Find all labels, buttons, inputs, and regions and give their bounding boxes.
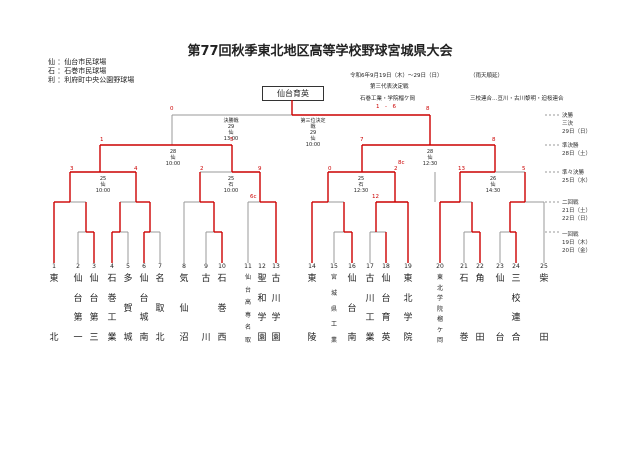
team-number: 23: [496, 263, 504, 270]
score-qf2-left: 2: [200, 166, 204, 172]
team-number: 2: [76, 263, 80, 270]
team-number: 9: [204, 263, 208, 270]
match-info-qf1: 25 仙 10:00: [95, 176, 111, 194]
team-number: 16: [348, 263, 356, 270]
team-name: 気仙沼: [179, 274, 189, 343]
team-name: 角田: [475, 274, 485, 343]
third-place-title: 第三代表決定戦: [370, 84, 409, 90]
team-name: 多賀城: [123, 274, 133, 343]
venue-rifu: 利 ：利府町中央公園野球場: [48, 76, 135, 84]
match-info-qf4: 26 仙 14:30: [485, 176, 501, 194]
team-number: 21: [460, 263, 468, 270]
match-info-qf2: 25 石 10:00: [223, 176, 239, 194]
score-r2-note2: 12: [372, 194, 379, 200]
team-name: 古川: [201, 274, 211, 343]
team-name: 宮城県工業: [330, 274, 337, 344]
score-qf3-right: 2: [394, 166, 398, 172]
team-name: 石巻西: [217, 274, 227, 343]
score-qf4-left: 13: [458, 166, 465, 172]
score-sf2-left: 7: [360, 137, 364, 143]
match-info-sf1: 28 仙 10:00: [165, 149, 181, 167]
team-name: 仙台: [495, 274, 505, 343]
team-name: 名取北: [155, 274, 165, 343]
score-final-right: 8: [426, 106, 430, 112]
team-number: 8: [182, 263, 186, 270]
team-number: 19: [404, 263, 412, 270]
score-sf1-left: 1: [100, 137, 104, 143]
team-number: 25: [540, 263, 548, 270]
page-title: 第77回秋季東北地区高等学校野球宮城県大会: [187, 44, 453, 59]
champion-box: 仙台育英: [262, 86, 324, 101]
venue-list: 仙 ：仙台市民球場 石 ：石巻市民球場 利 ：利府町中央公園野球場: [48, 58, 134, 85]
merged-team-note: 三校連合…亘川・古川黎明・迫桜連合: [470, 96, 564, 102]
score-sf1-right: 5: [230, 137, 234, 143]
team-number: 12: [258, 263, 266, 270]
team-name: 石巻工業: [107, 274, 117, 343]
score-qf3-left: 0: [328, 166, 332, 172]
tournament-dates: 令和6年9月19日（木）〜29日（日）: [350, 73, 443, 79]
match-info-final: 決勝戦 29 仙 13:00: [223, 118, 239, 142]
team-name: 石巻: [459, 274, 469, 343]
team-number: 24: [512, 263, 520, 270]
team-name: 東北学院榴ケ岡: [436, 274, 443, 344]
team-number: 1: [52, 263, 56, 270]
team-number: 20: [436, 263, 444, 270]
score-qf3-note: 8c: [398, 160, 405, 166]
venue-sendai: 仙 ：仙台市民球場: [48, 58, 107, 66]
team-number: 11: [244, 263, 252, 270]
team-number: 22: [476, 263, 484, 270]
team-number: 7: [158, 263, 162, 270]
team-name: 仙台第一: [73, 274, 83, 343]
match-info-qf3: 25 石 12:30: [353, 176, 369, 194]
team-number: 14: [308, 263, 316, 270]
third-place-result: 石巻工業・学院榴ケ岡: [360, 96, 416, 102]
team-number: 17: [366, 263, 374, 270]
score-qf2-right: 9: [258, 166, 262, 172]
team-name: 東陵: [307, 274, 317, 343]
team-number: 5: [126, 263, 130, 270]
score-qf4-right: 5: [522, 166, 526, 172]
match-info-sf2: 28 仙 12:30: [422, 149, 438, 167]
team-number: 10: [218, 263, 226, 270]
third-place-score: 1 - 6: [376, 104, 396, 110]
team-name: 仙台城南: [139, 274, 149, 343]
score-qf1-right: 4: [134, 166, 138, 172]
team-name: 東北: [49, 274, 59, 343]
team-name: 仙台第三: [89, 274, 99, 343]
team-number: 4: [110, 263, 114, 270]
team-name: 仙台高専名取: [244, 274, 251, 344]
team-name: 仙台南: [347, 274, 357, 343]
team-number: 18: [382, 263, 390, 270]
team-name: 三校連合: [511, 274, 521, 343]
team-number: 6: [142, 263, 146, 270]
team-name: 仙台育英: [381, 274, 391, 343]
venue-ishinomaki: 石 ：石巻市民球場: [48, 67, 107, 75]
team-number: 3: [92, 263, 96, 270]
weather-note: （雨天順延）: [470, 73, 504, 79]
score-r2-note: 6c: [250, 194, 257, 200]
score-qf1-left: 3: [70, 166, 74, 172]
team-number: 15: [330, 263, 338, 270]
score-final-left: 0: [170, 106, 174, 112]
score-sf2-right: 8: [492, 137, 496, 143]
match-info-third: 第三位決定戦 29 仙 10:00: [300, 118, 326, 148]
team-name: 古川学園: [271, 274, 281, 343]
team-name: 柴田: [539, 274, 549, 343]
team-name: 東北学院: [403, 274, 413, 343]
team-number: 13: [272, 263, 280, 270]
team-name: 聖和学園: [257, 274, 267, 343]
team-name: 古川工業: [365, 274, 375, 343]
